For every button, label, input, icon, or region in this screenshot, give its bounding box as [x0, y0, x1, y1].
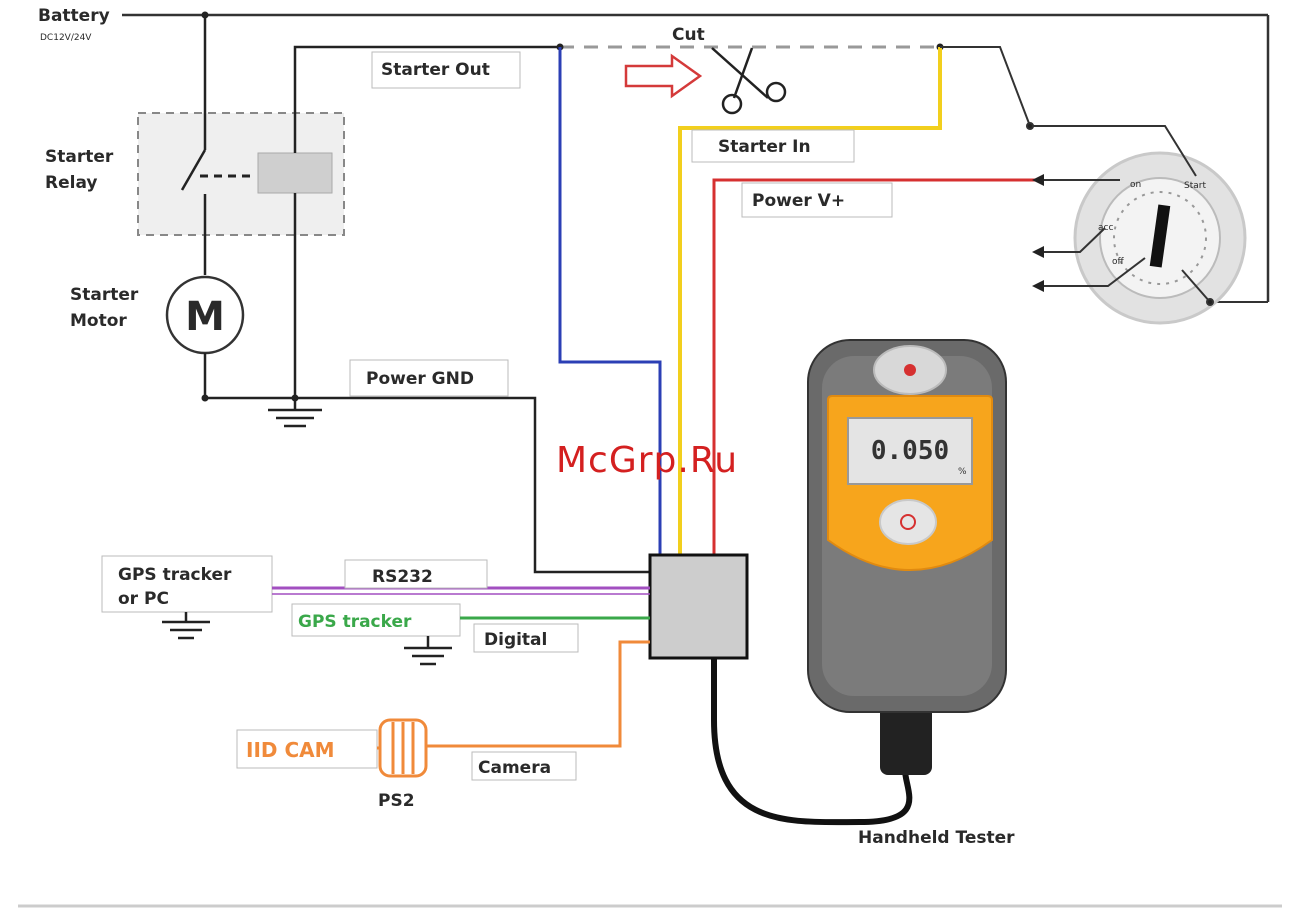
ignition-start: Start	[1184, 181, 1206, 191]
orange-wire	[426, 642, 650, 746]
relay-label-line2: Relay	[45, 173, 97, 193]
motor-label-line2: Motor	[70, 311, 127, 331]
watermark: McGrp.Ru	[556, 440, 738, 481]
purple-wire	[272, 588, 650, 594]
wire-label-camera: Camera	[478, 758, 551, 778]
wire-label-starter-out: Starter Out	[381, 60, 490, 80]
handheld-tester: 0.050 %	[808, 340, 1006, 775]
wire-label-power-gnd: Power GND	[366, 369, 474, 389]
ignition-switch: on Start acc off	[1075, 153, 1245, 323]
iid-cam-label: IID CAM	[246, 738, 335, 762]
wire-label-starter-in: Starter In	[718, 137, 811, 157]
tester-reading: 0.050	[871, 436, 949, 466]
ignition-off: off	[1112, 257, 1125, 267]
scissors-icon	[712, 48, 785, 113]
wire-label-rs232: RS232	[372, 567, 433, 587]
motor-symbol: M	[185, 294, 225, 340]
tester-unit: %	[958, 467, 967, 477]
ignition-on: on	[1130, 180, 1141, 190]
power-gnd-line	[202, 395, 651, 573]
ignition-arrowheads	[1032, 174, 1044, 292]
motor-label-line1: Starter	[70, 285, 139, 305]
battery-label: Battery	[38, 6, 110, 26]
ground-symbol-gps-pc	[162, 612, 210, 638]
gps-pc-line1: GPS tracker	[118, 565, 232, 585]
starter-motor: M	[167, 277, 243, 398]
ground-symbol-main	[268, 398, 322, 426]
wire-label-power-v: Power V+	[752, 191, 845, 211]
ground-symbol-gps-tracker	[404, 636, 452, 664]
ps2-connector-icon	[377, 720, 426, 776]
tester-label: Handheld Tester	[858, 828, 1015, 848]
gps-pc-line2: or PC	[118, 589, 169, 609]
starter-relay-box	[138, 15, 344, 275]
relay-label-line1: Starter	[45, 147, 114, 167]
ps2-label: PS2	[378, 791, 415, 811]
cut-label: Cut	[672, 25, 705, 45]
wire-label-digital: Digital	[484, 630, 547, 650]
gps-tracker-label: GPS tracker	[298, 612, 412, 632]
cut-arrow-icon	[626, 56, 700, 96]
battery-spec: DC12V/24V	[40, 33, 92, 43]
interlock-module	[650, 555, 747, 658]
